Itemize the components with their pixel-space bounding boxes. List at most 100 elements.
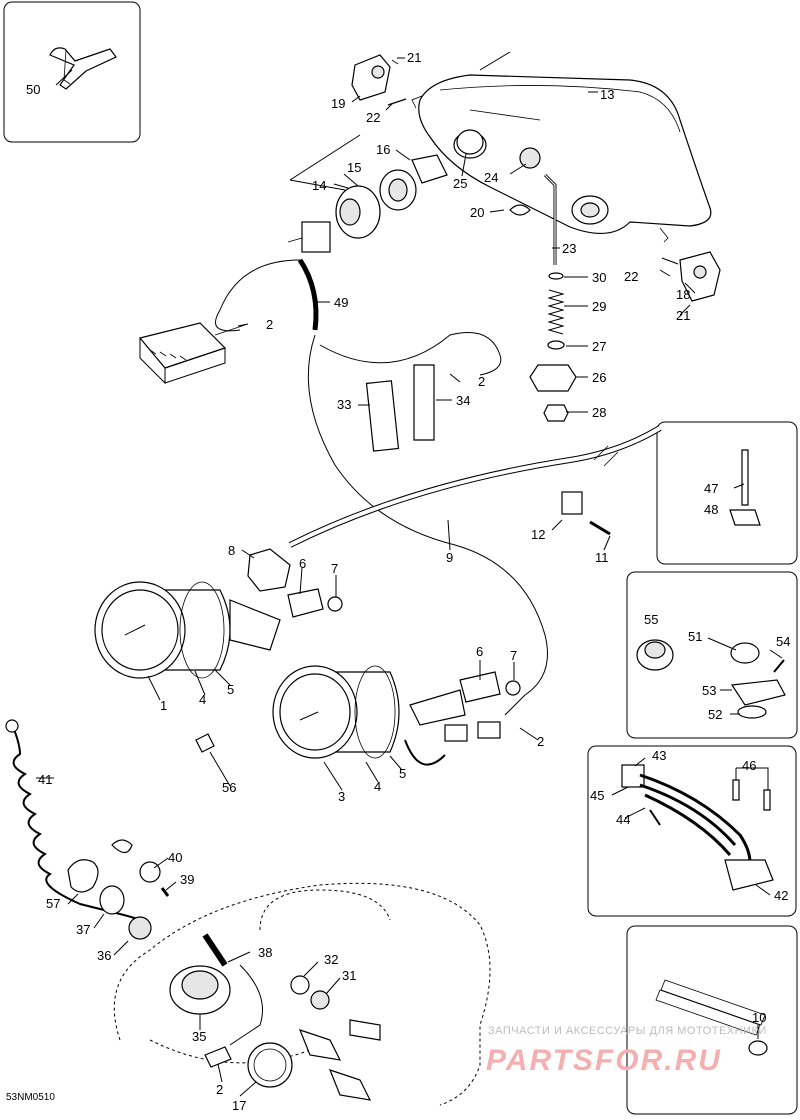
ring-36 [128,916,152,940]
label-4a: 4 [199,692,206,707]
label-1: 1 [160,698,167,713]
label-38: 38 [258,945,272,960]
ring-31 [310,990,330,1010]
label-52: 52 [708,707,722,722]
cover-34 [413,364,435,441]
label-50: 50 [26,82,40,97]
label-35: 35 [192,1029,206,1044]
switch-32 [290,975,310,995]
mount-bracket-right [679,251,721,302]
label-27: 27 [592,339,606,354]
label-29: 29 [592,299,606,314]
label-28: 28 [592,405,606,420]
label-25: 25 [453,176,467,191]
nut-7b [505,680,521,696]
label-31: 31 [342,968,356,983]
connector-block [138,322,227,385]
leader-lines [36,57,783,1097]
spring-29 [547,289,565,335]
label-23: 23 [562,241,576,256]
washer-30 [548,272,564,280]
label-24: 24 [484,170,498,185]
label-39: 39 [180,872,194,887]
label-46: 46 [742,758,756,773]
bulb-connector [301,221,331,253]
grommet-25 [456,129,484,155]
label-17: 17 [232,1098,246,1113]
label-9: 9 [446,550,453,565]
headlight-housing [411,74,712,243]
label-48: 48 [704,502,718,517]
label-13: 13 [600,87,614,102]
grip-heater-10 [748,1040,768,1056]
mount-bracket-left [351,54,399,101]
label-53: 53 [702,683,716,698]
knob-26 [529,364,577,392]
label-26: 26 [592,370,606,385]
label-2d: 2 [216,1082,223,1097]
label-45: 45 [590,788,604,803]
console-outline [113,882,491,1106]
connector-small-a [444,724,468,742]
nut-7a [327,596,343,612]
label-40: 40 [168,850,182,865]
label-37: 37 [76,922,90,937]
label-5a: 5 [227,682,234,697]
label-33: 33 [337,397,351,412]
boot-6a [287,588,324,618]
label-44: 44 [616,812,630,827]
label-4b: 4 [374,779,381,794]
part-labels: 50 21 19 22 13 16 15 14 25 24 20 23 30 2… [26,50,790,1113]
label-11: 11 [595,550,609,565]
label-42: 42 [774,888,788,903]
label-36: 36 [97,948,111,963]
inset-box-regulator [587,745,797,917]
label-6a: 6 [299,556,306,571]
clamp-12 [561,491,583,515]
label-2b: 2 [478,374,485,389]
bracket-part [49,47,117,90]
label-41: 41 [38,772,52,787]
valve-body-48 [729,509,761,526]
label-34: 34 [456,393,470,408]
label-22a: 22 [366,110,380,125]
label-12: 12 [531,527,545,542]
label-16: 16 [376,142,390,157]
gauge-tachometer [272,665,466,759]
cover-8 [247,548,291,592]
watermark-text: ЗАПЧАСТИ И АКСЕССУАРЫ ДЛЯ МОТОТЕХНИКИ [488,1025,767,1037]
label-57: 57 [46,896,60,911]
label-6b: 6 [476,644,483,659]
bulb-56 [195,733,215,753]
label-32: 32 [324,952,338,967]
key-cap-57 [67,859,99,893]
gauge-speedometer [94,581,281,679]
label-22b: 22 [624,269,638,284]
connector-17 [247,1042,293,1088]
bulb-assembly [335,154,448,239]
ring-52 [737,705,767,719]
boot-37 [99,885,125,915]
valve-stem-47 [741,449,749,506]
fuse-holder-33 [365,380,400,452]
label-56: 56 [222,780,236,795]
sender-51 [730,642,760,664]
washer-27 [547,340,565,350]
cap-40 [139,861,161,883]
clip-20 [509,204,531,216]
watermark-logo: PARTSFOR.RU [486,1044,722,1077]
label-14: 14 [312,178,326,193]
label-3: 3 [338,789,345,804]
label-21b: 21 [676,308,690,323]
label-47: 47 [704,481,718,496]
label-43: 43 [652,748,666,763]
label-49: 49 [334,295,348,310]
label-21a: 21 [407,50,421,65]
label-30: 30 [592,270,606,285]
label-19: 19 [331,96,345,111]
diagram-code: 53NM0510 [6,1092,55,1103]
grommet-24 [519,147,541,169]
label-54: 54 [776,634,790,649]
